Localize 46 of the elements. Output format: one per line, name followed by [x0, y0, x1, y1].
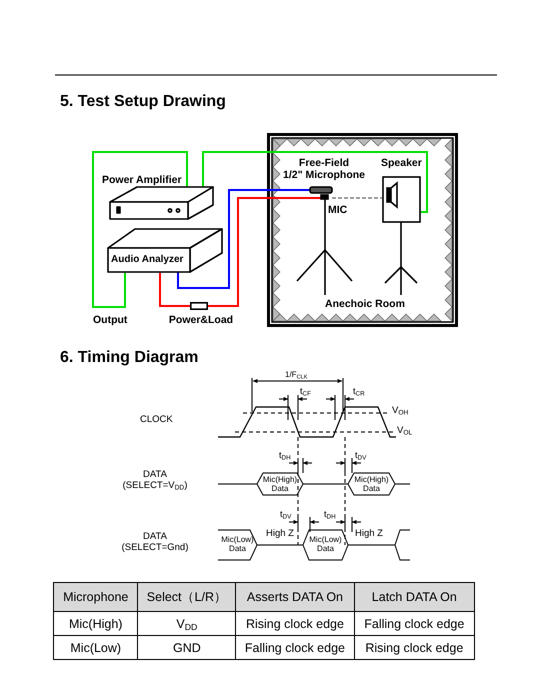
section-heading: 5. Test Setup Drawing	[60, 93, 226, 112]
timing-parameter: t$_{DH}$	[279, 450, 291, 460]
timing-parameter: t$_{DH}$	[324, 509, 336, 520]
section-heading: 6. Timing Diagram	[60, 349, 198, 368]
table-header: Asserts DATA On	[236, 582, 354, 612]
dashed-line	[332, 197, 382, 199]
table-cell: Rising clock edge	[354, 636, 474, 660]
timing-parameter: t$_{DV}$	[355, 450, 366, 460]
cable	[92, 151, 188, 308]
table-header: Microphone	[54, 582, 138, 612]
output-label: Output	[93, 314, 128, 326]
table-cell: Mic(High)	[54, 612, 138, 636]
table-cell: Rising clock edge	[236, 612, 354, 636]
microphone-label: Free-Field 1/2" Microphone	[282, 157, 366, 182]
table-cell: Falling clock edge	[236, 636, 354, 660]
timing-parameter: t$_{CR}$	[353, 386, 365, 396]
table-header: Select（L/R）	[138, 582, 236, 612]
device-label: Power Amplifier	[102, 174, 182, 186]
data-window-label: Mic(Low) Data	[220, 535, 255, 554]
microphone-label: MIC	[328, 204, 348, 216]
table-header: Latch DATA On	[354, 582, 474, 612]
state-label: High Z	[355, 529, 383, 540]
timing-parameter: t$_{DV}$	[280, 509, 292, 520]
dimension-label: 1/F$_{CLK}$	[285, 370, 308, 380]
table-cell: V$_{DD}$	[138, 612, 236, 636]
data-window-label: Mic(High) Data	[262, 475, 298, 494]
signal-name: CLOCK	[140, 415, 173, 426]
cable	[208, 197, 321, 307]
component-label: Power&Load	[168, 314, 234, 326]
signal-name: DATA (SELECT=Gnd)	[120, 532, 190, 554]
cable	[202, 151, 428, 213]
table-cell: GND	[138, 636, 236, 660]
data-window-label: Mic(High) Data	[353, 475, 390, 494]
signal-name: DATA (SELECT=V$_{DD}$)	[122, 470, 188, 492]
cable	[177, 189, 310, 289]
timing-parameter: t$_{CF}$	[300, 386, 311, 396]
speaker-label: Speaker	[381, 157, 422, 170]
voltage-level: V$_{OL}$	[397, 426, 412, 437]
device-label: Audio Analyzer	[111, 254, 184, 266]
room-label: Anechoic Room	[325, 298, 405, 310]
cable	[159, 272, 190, 307]
voltage-level: V$_{OH}$	[392, 406, 408, 417]
state-label: High Z	[266, 529, 294, 540]
table-cell: Mic(Low)	[54, 636, 138, 660]
data-window-label: Mic(Low) Data	[308, 535, 343, 554]
table-cell: Falling clock edge	[354, 612, 474, 636]
